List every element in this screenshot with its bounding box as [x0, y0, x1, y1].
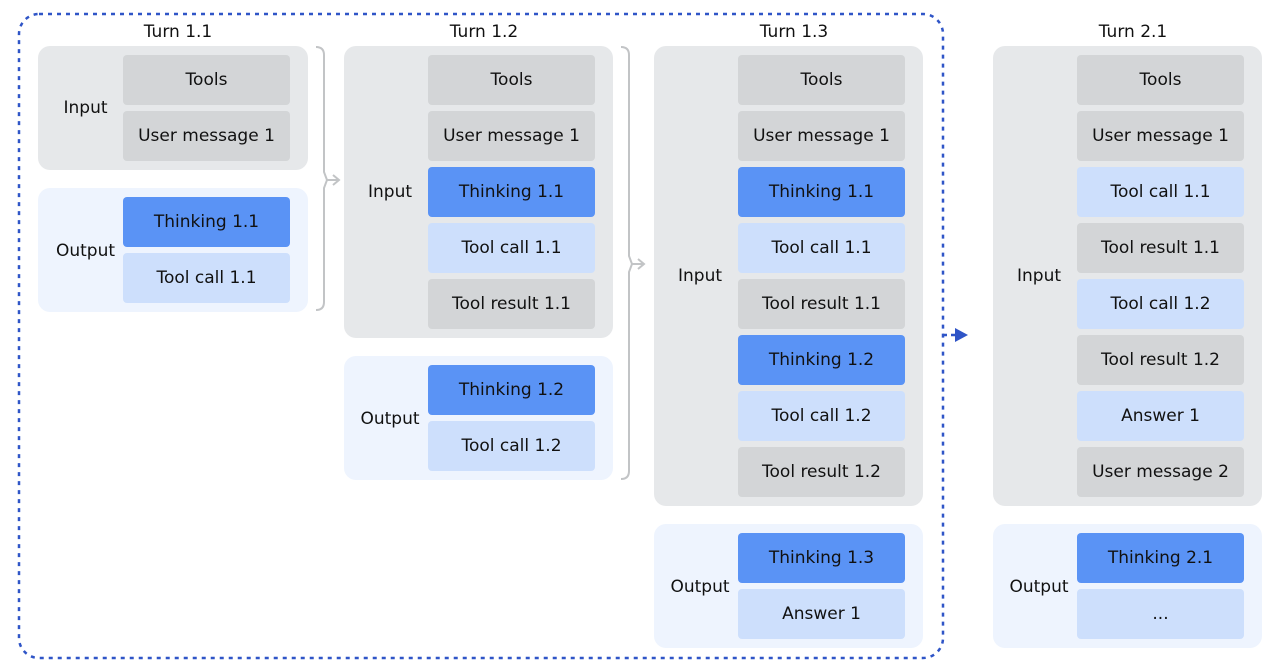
- block-thinking: Thinking 2.1: [1077, 533, 1244, 583]
- block-thinking: Thinking 1.1: [428, 167, 595, 217]
- block-tool-result: Tool result 1.1: [428, 279, 595, 329]
- block-tool-call: Tool call 1.1: [123, 253, 290, 303]
- output-label: Output: [1009, 577, 1069, 597]
- block-user-message: User message 2: [1077, 447, 1244, 497]
- block-tool-result: Tool result 1.1: [738, 279, 905, 329]
- block-thinking: Thinking 1.1: [123, 197, 290, 247]
- block-thinking: Thinking 1.1: [738, 167, 905, 217]
- continue-arrow-icon: [943, 328, 968, 342]
- output-label: Output: [55, 241, 116, 261]
- bracket-arrow-1: [315, 46, 341, 311]
- block-user-message: User message 1: [428, 111, 595, 161]
- input-label: Input: [63, 98, 108, 118]
- turn-title: Turn 1.2: [449, 22, 519, 42]
- block-tool-call: Tool call 1.1: [1077, 167, 1244, 217]
- block-tool-result: Tool result 1.1: [1077, 223, 1244, 273]
- output-label: Output: [360, 409, 420, 429]
- block-tool-call: Tool call 1.2: [1077, 279, 1244, 329]
- block-user-message: User message 1: [738, 111, 905, 161]
- bracket-arrow-2: [620, 46, 646, 480]
- block-tool-call: Tool call 1.2: [738, 391, 905, 441]
- block-answer: Answer 1: [738, 589, 905, 639]
- block-thinking: Thinking 1.3: [738, 533, 905, 583]
- block-tools: Tools: [738, 55, 905, 105]
- block-answer: Answer 1: [1077, 391, 1244, 441]
- block-tools: Tools: [428, 55, 595, 105]
- block-tool-result: Tool result 1.2: [738, 447, 905, 497]
- block-thinking: Thinking 1.2: [738, 335, 905, 385]
- block-tool-call: Tool call 1.1: [738, 223, 905, 273]
- output-label: Output: [670, 577, 730, 597]
- block-tools: Tools: [123, 55, 290, 105]
- block-tool-call: Tool call 1.2: [428, 421, 595, 471]
- block-user-message: User message 1: [123, 111, 290, 161]
- block-tool-call: Tool call 1.1: [428, 223, 595, 273]
- input-label: Input: [1016, 266, 1062, 286]
- turn-title: Turn 1.1: [143, 22, 213, 42]
- block-user-message: User message 1: [1077, 111, 1244, 161]
- block-ellipsis: ...: [1077, 589, 1244, 639]
- block-tool-result: Tool result 1.2: [1077, 335, 1244, 385]
- block-thinking: Thinking 1.2: [428, 365, 595, 415]
- turn-title: Turn 2.1: [1098, 22, 1168, 42]
- block-tools: Tools: [1077, 55, 1244, 105]
- input-label: Input: [677, 266, 723, 286]
- turn-title: Turn 1.3: [759, 22, 829, 42]
- input-label: Input: [367, 182, 413, 202]
